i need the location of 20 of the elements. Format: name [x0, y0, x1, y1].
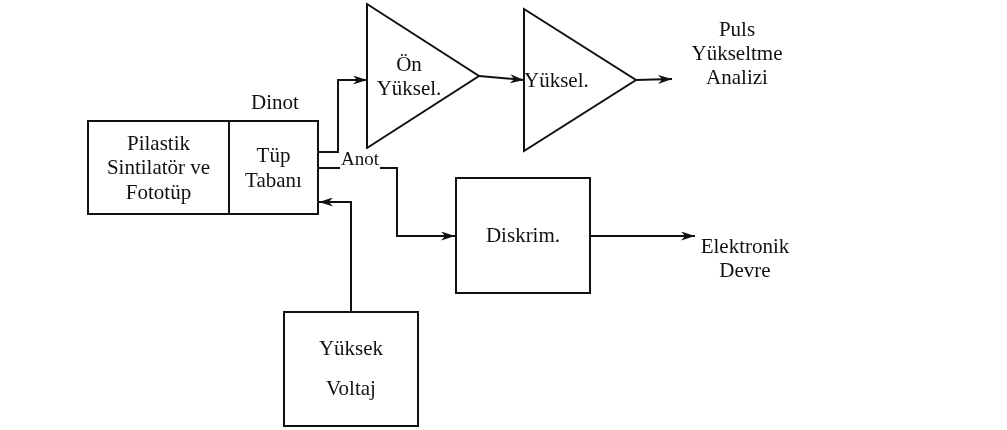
output-text: Elektronik Devre	[699, 233, 791, 283]
arrow	[318, 197, 352, 312]
node-label: Ön Yüksel.	[375, 51, 443, 101]
process-box	[87, 120, 230, 215]
arrow	[590, 231, 696, 241]
node-label: Yüksel.	[524, 67, 589, 93]
node-label: Tüp Tabanı	[244, 143, 303, 192]
process-box	[228, 120, 319, 215]
amplifier-triangle	[367, 4, 479, 148]
process-box	[283, 311, 419, 427]
arrow	[478, 74, 525, 84]
arrow	[635, 74, 673, 84]
edge-label: Anot	[340, 149, 380, 170]
process-box	[455, 177, 591, 294]
arrow	[318, 75, 368, 153]
output-text: Puls Yükseltme Analizi	[690, 16, 784, 90]
node-label: Yüksek Voltaj	[317, 335, 385, 402]
amplifier-triangle	[524, 9, 636, 151]
node-label: Pilastik Sintilatör ve Fototüp	[105, 131, 212, 204]
node-label: Diskrim.	[485, 223, 561, 248]
